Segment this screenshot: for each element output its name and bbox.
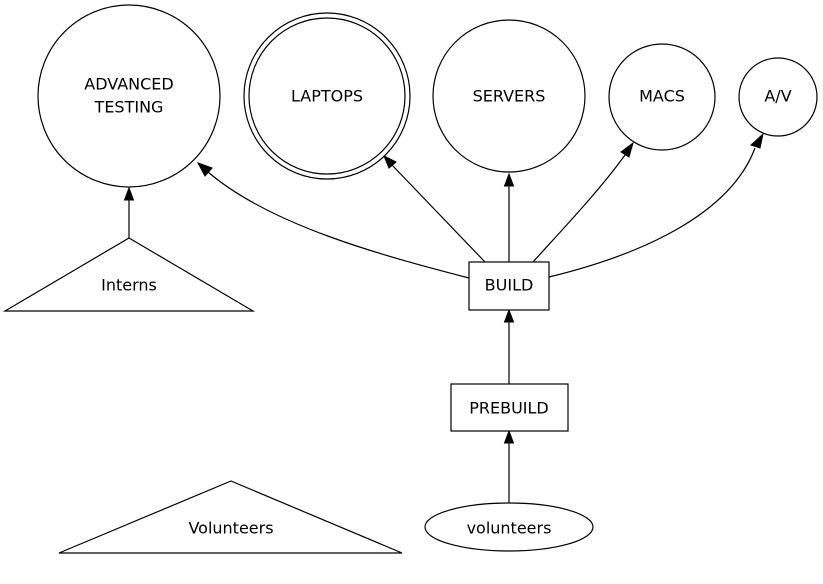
edge-prebuild-to-build [503,308,515,384]
node-label: LAPTOPS [291,87,363,106]
arrowhead-icon [503,429,515,444]
node-label: PREBUILD [469,399,549,418]
node-volunteers-ellipse[interactable]: volunteers [424,502,594,552]
node-label: A/V [764,87,791,106]
edge-volunteers-to-prebuild [503,429,515,503]
edges [123,132,764,503]
edge-build-to-advanced-testing [196,162,470,279]
edge-build-to-laptops [383,154,486,263]
node-label: volunteers [467,519,552,538]
node-av[interactable]: A/V [738,57,818,137]
arrowhead-icon [503,172,515,187]
node-servers[interactable]: SERVERS [432,19,586,173]
node-label: ADVANCED [84,75,173,94]
node-macs[interactable]: MACS [608,43,716,151]
edge-build-to-macs [532,141,634,263]
arrowhead-icon [383,154,397,169]
node-advanced-testing[interactable]: ADVANCED TESTING [37,4,221,188]
arrowhead-icon [503,308,515,323]
arrowhead-icon [750,132,764,149]
node-laptops[interactable]: LAPTOPS [243,12,411,180]
node-label: BUILD [485,276,534,295]
node-interns[interactable]: Interns [2,237,256,312]
node-build[interactable]: BUILD [468,261,550,311]
edge-build-to-servers [503,172,515,262]
node-label: Interns [101,276,157,295]
node-volunteers-triangle[interactable]: Volunteers [58,480,403,554]
edge-interns-to-advanced-testing [123,186,135,238]
arrowhead-icon [620,141,634,158]
arrowhead-icon [196,162,213,177]
node-prebuild[interactable]: PREBUILD [450,383,569,432]
node-label: MACS [639,87,685,106]
edge-build-to-av [548,132,764,278]
node-label: Volunteers [188,519,273,538]
arrowhead-icon [123,186,135,201]
node-label: TESTING [94,98,164,117]
node-label: SERVERS [473,87,546,106]
